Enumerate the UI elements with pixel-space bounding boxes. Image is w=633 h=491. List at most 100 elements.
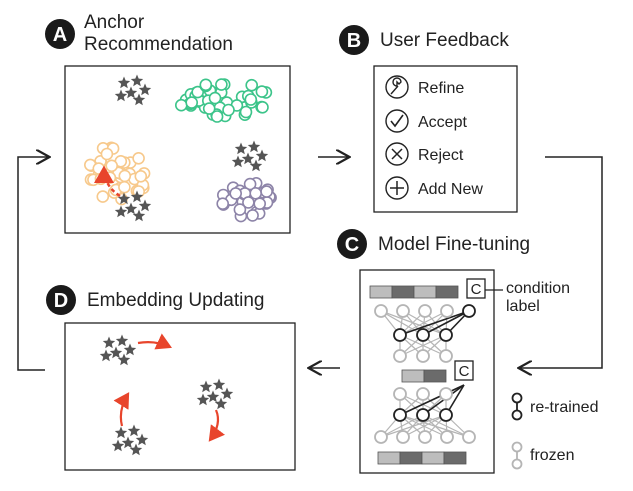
embedding-bar-cell <box>443 451 467 465</box>
network-node <box>440 430 454 444</box>
cluster-point <box>233 203 247 216</box>
star-point <box>117 353 131 366</box>
cluster-point <box>92 162 106 175</box>
step-b-title: User Feedback <box>380 30 509 51</box>
star-point <box>114 89 128 102</box>
cluster-point <box>260 185 273 198</box>
condition-token-letter: C <box>471 281 482 298</box>
feedback-option-add-new[interactable]: Add New <box>385 176 483 200</box>
frozen-node-icon <box>511 441 523 470</box>
embedding-updating-panel <box>64 322 296 471</box>
network-edge <box>422 310 470 336</box>
star-point <box>114 205 128 218</box>
network-edge <box>402 414 447 438</box>
star-point <box>117 76 131 89</box>
network-node <box>462 304 476 318</box>
cluster-point <box>96 190 110 203</box>
star-point <box>214 397 228 410</box>
network-node <box>393 349 407 363</box>
cluster-green <box>175 78 273 123</box>
badge-c-letter: C <box>345 234 359 256</box>
network-node <box>462 430 476 444</box>
embedding-bar-cell <box>391 285 415 299</box>
cluster-point <box>244 93 258 106</box>
check-icon <box>385 109 409 133</box>
star-point <box>102 336 116 349</box>
badge-c <box>337 229 367 259</box>
network-node <box>418 430 432 444</box>
embedding-bar-cell <box>423 369 447 383</box>
cluster-point <box>134 170 148 183</box>
feedback-option-label: Reject <box>418 147 464 164</box>
star-point <box>123 343 137 356</box>
step-d-title: Embedding Updating <box>87 290 264 311</box>
step-a-title-line2: Recommendation <box>84 34 233 55</box>
star-point <box>212 378 226 391</box>
plus-circle-icon <box>385 176 409 200</box>
cluster-point <box>246 209 259 222</box>
network-node <box>396 430 410 444</box>
badge-d-letter: D <box>54 290 68 312</box>
embedding-bar-cell <box>369 285 393 299</box>
star-point <box>130 74 144 87</box>
badge-a <box>45 19 75 49</box>
condition-label-line1: condition <box>506 280 570 297</box>
star-point <box>111 439 125 452</box>
star-point <box>138 83 152 96</box>
network-edge <box>399 334 447 357</box>
arrow-b-to-c <box>520 156 603 368</box>
embedding-bar-cell <box>421 451 445 465</box>
network-node <box>439 387 453 401</box>
cluster-purple <box>216 177 277 223</box>
cluster-point <box>222 103 235 117</box>
cluster-point <box>239 105 253 119</box>
arrow-d-to-a <box>17 157 48 371</box>
network-node <box>439 408 453 422</box>
star-point <box>117 192 131 205</box>
move-arrow-left <box>113 392 130 427</box>
feedback-option-label: Refine <box>418 80 464 97</box>
network-node <box>440 304 454 318</box>
cluster-point <box>105 159 118 173</box>
embedding-bar-cell <box>401 369 425 383</box>
network-node <box>393 408 407 422</box>
star-point <box>138 199 152 212</box>
star-point <box>109 346 123 359</box>
badge-b-letter: B <box>347 30 361 52</box>
cluster-point <box>185 96 198 109</box>
retrained-node-icon <box>511 392 523 421</box>
legend-retrained-label: re-trained <box>530 399 598 416</box>
move-arrow-top <box>137 333 172 350</box>
anchor-shift-arrow <box>94 165 121 198</box>
feedback-option-reject[interactable]: Reject <box>385 142 464 166</box>
anchor-stars <box>114 74 269 222</box>
star-point <box>199 380 213 393</box>
network-node <box>396 304 410 318</box>
feedback-option-accept[interactable]: Accept <box>385 109 467 133</box>
step-b: B User Feedback Refine Accept Reject <box>339 25 518 213</box>
star-point <box>220 387 234 400</box>
star-point <box>114 426 128 439</box>
star-point <box>247 140 261 153</box>
star-point <box>115 334 129 347</box>
embedding-bar-cell <box>399 451 423 465</box>
star-point <box>135 433 149 446</box>
network-node <box>439 349 453 363</box>
network-node <box>418 304 432 318</box>
network-node <box>416 328 430 342</box>
star-point <box>196 393 210 406</box>
condition-label-line2: label <box>506 298 540 315</box>
star-point <box>249 159 263 172</box>
step-a: A Anchor Recommendation <box>45 12 291 234</box>
step-c-title: Model Fine-tuning <box>378 234 530 255</box>
cluster-point <box>132 152 145 165</box>
network-edge <box>399 310 470 336</box>
feedback-option-refine[interactable]: Refine <box>385 75 464 99</box>
embedding-bar-cell <box>377 451 401 465</box>
cluster-point <box>208 91 222 105</box>
step-c: C Model Fine-tuning C C condition label … <box>337 229 598 474</box>
badge-d <box>46 285 76 315</box>
network-edge <box>380 414 424 438</box>
